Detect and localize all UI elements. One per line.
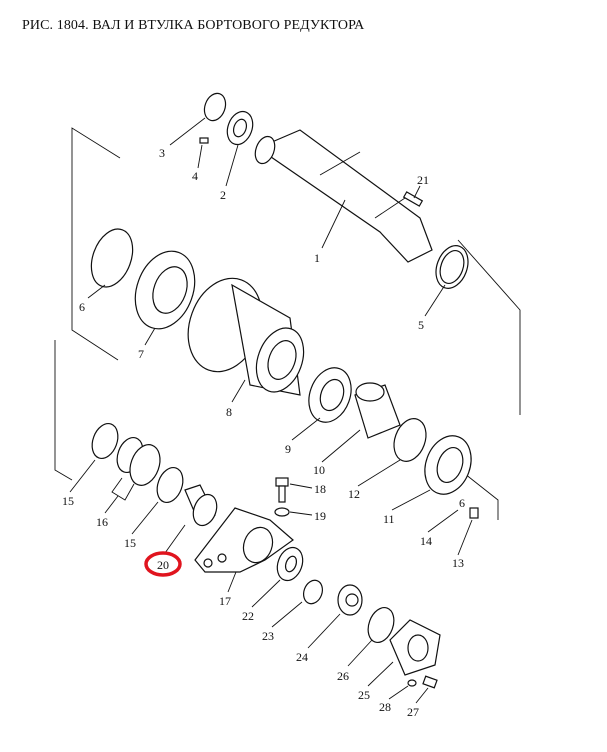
nut-2 xyxy=(226,110,254,146)
label-7: 7 xyxy=(138,347,144,361)
label-15b: 15 xyxy=(124,536,136,550)
o-ring-26 xyxy=(367,606,395,644)
label-9: 9 xyxy=(285,442,291,456)
sleeve-10 xyxy=(354,382,401,439)
label-19: 19 xyxy=(314,509,326,523)
label-16: 16 xyxy=(96,515,108,529)
label-25: 25 xyxy=(358,688,370,702)
label-8: 8 xyxy=(226,405,232,419)
snap-ring-6 xyxy=(90,228,134,288)
pin-4 xyxy=(199,137,209,144)
washer-22 xyxy=(276,546,304,582)
o-ring-15b xyxy=(156,466,184,504)
cap-25 xyxy=(389,619,441,676)
washer-19 xyxy=(274,507,290,517)
assembly-bracket-lines xyxy=(54,127,521,520)
bolt-18 xyxy=(275,477,289,503)
label-3: 3 xyxy=(159,146,165,160)
bearing-9 xyxy=(308,367,352,423)
hub-8 xyxy=(187,277,305,396)
highlight-circle xyxy=(144,551,182,577)
label-10: 10 xyxy=(313,463,325,477)
key-21 xyxy=(402,191,424,207)
label-21: 21 xyxy=(417,173,429,187)
label-27: 27 xyxy=(407,705,419,719)
label-4: 4 xyxy=(192,169,198,183)
label-17: 17 xyxy=(219,594,231,608)
label-24: 24 xyxy=(296,650,308,664)
bolt-27 xyxy=(422,675,438,689)
cover-11 xyxy=(424,435,472,495)
bushing-20 xyxy=(184,484,218,527)
label-2: 2 xyxy=(220,188,226,202)
shaft-1 xyxy=(254,129,433,263)
label-5: 5 xyxy=(418,318,424,332)
label-23: 23 xyxy=(262,629,274,643)
label-22: 22 xyxy=(242,609,254,623)
snap-ring-3 xyxy=(203,92,227,122)
bearing-7 xyxy=(134,250,196,330)
label-18: 18 xyxy=(314,482,326,496)
lock-washer-23 xyxy=(302,579,324,605)
ring-5 xyxy=(435,245,469,289)
washer-28 xyxy=(407,679,417,687)
o-ring-15a xyxy=(91,422,119,460)
o-ring-12 xyxy=(393,418,427,462)
label-15a: 15 xyxy=(62,494,74,508)
label-28: 28 xyxy=(379,700,391,714)
label-12: 12 xyxy=(348,487,360,501)
label-13: 13 xyxy=(452,556,464,570)
nut-24 xyxy=(337,584,363,616)
label-6: 6 xyxy=(79,300,85,314)
figure-title: РИС. 1804. ВАЛ И ВТУЛКА БОРТОВОГО РЕДУКТ… xyxy=(22,18,365,33)
seal-16 xyxy=(111,436,161,501)
leader-lines xyxy=(69,117,473,704)
bolt-13 xyxy=(469,507,479,519)
label-1: 1 xyxy=(314,251,320,265)
bracket-17 xyxy=(194,507,294,573)
label-20: 20 xyxy=(157,558,169,572)
label-14: 14 xyxy=(420,534,432,548)
label-26: 26 xyxy=(337,669,349,683)
label-11: 11 xyxy=(383,512,395,526)
part-labels: 3 4 2 21 1 6 5 7 8 9 10 12 18 19 11 15 1… xyxy=(62,146,465,719)
label-6b: 6 xyxy=(459,496,465,510)
